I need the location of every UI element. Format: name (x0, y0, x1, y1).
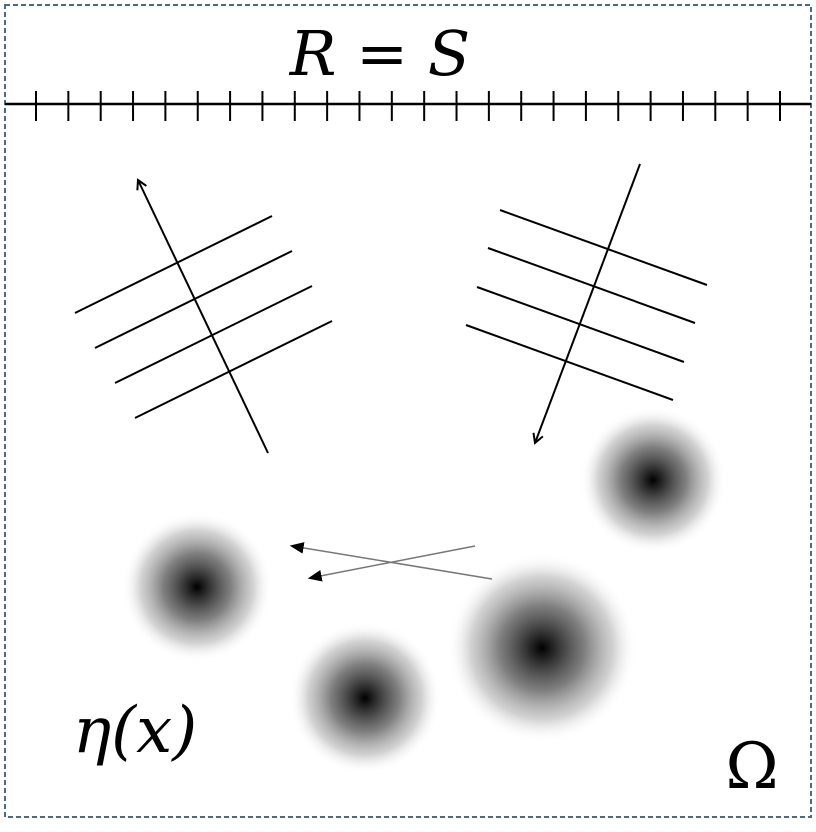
incoming-wavefront (465, 163, 708, 443)
receiver-source-array (5, 91, 811, 121)
wavefront-line (465, 324, 674, 401)
wavefront-line (499, 209, 708, 286)
scatterer-blob (122, 512, 272, 662)
scattered-ray (289, 542, 493, 580)
scatterer-blob (580, 407, 726, 553)
scatterer-blob (447, 553, 637, 743)
propagation-arrow (535, 163, 641, 443)
scatterer-blob (289, 622, 441, 774)
domain-label: Ω (725, 730, 778, 804)
scatterers (122, 407, 726, 774)
wavefront-line (114, 285, 313, 384)
scattered-rays (289, 542, 493, 582)
boundary-condition-text: R = S (289, 17, 471, 90)
array-ticks (35, 91, 781, 121)
wavefront-line (134, 320, 333, 419)
domain-boundary (4, 4, 812, 818)
propagation-arrow (138, 180, 269, 454)
refractive-index-label: η(x) (73, 694, 197, 768)
wavefront-line (74, 215, 273, 314)
boundary-condition-label: R = S (289, 17, 471, 90)
outgoing-wavefront (74, 180, 333, 454)
wavefront-line (487, 247, 696, 324)
wavefront-line (94, 250, 293, 349)
